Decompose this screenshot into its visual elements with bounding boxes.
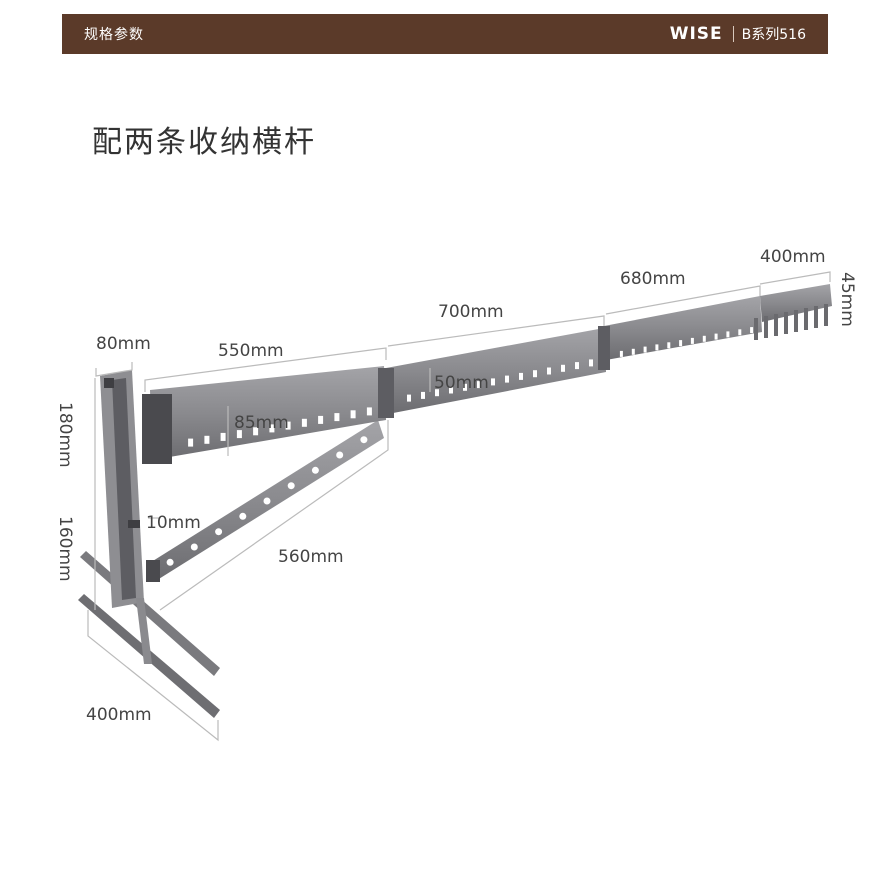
arm-hole <box>619 350 623 357</box>
strut-hole <box>287 482 295 490</box>
arm-hole <box>350 410 356 419</box>
arm-hole <box>220 432 226 441</box>
arm-hole <box>655 344 659 351</box>
dim-80: 80mm <box>96 334 151 354</box>
arm-hole <box>561 364 565 372</box>
hook <box>764 316 768 338</box>
page-title: 配两条收纳横杆 <box>92 125 316 160</box>
strut-hole <box>336 451 344 459</box>
dimension-labels: 550mm 700mm 680mm 400mm 45mm 80mm 180mm … <box>55 247 857 725</box>
hook <box>774 314 778 336</box>
brand-logo: WISE <box>669 24 723 44</box>
spec-label: 规格参数 <box>84 27 144 43</box>
arm-hole <box>738 329 742 336</box>
arm-hole <box>477 381 481 389</box>
hook <box>794 310 798 332</box>
arm-hole <box>714 333 718 340</box>
brand-group: WISE B系列516 <box>670 24 806 44</box>
arm-hole <box>589 359 593 367</box>
arm-hole <box>575 362 579 370</box>
arm-hole <box>667 342 671 349</box>
header-divider <box>732 26 734 42</box>
strut-hole <box>360 436 368 444</box>
series-label: B系列516 <box>741 27 806 43</box>
wall-bracket <box>100 370 144 608</box>
strut-hole <box>166 558 174 566</box>
arm-hole <box>463 383 467 391</box>
arm-hole <box>366 407 372 416</box>
strut-hole <box>311 466 319 474</box>
arm-hole <box>547 367 551 375</box>
dim-180: 180mm <box>55 402 75 468</box>
arm-hole <box>679 340 683 347</box>
arm-hole <box>301 418 307 427</box>
arm-hole <box>435 389 439 397</box>
arm-hole <box>533 370 537 378</box>
arm-hole <box>334 413 340 422</box>
dim-700: 700mm <box>438 302 504 322</box>
arm-hole <box>690 337 694 344</box>
strut-hole <box>263 497 271 505</box>
arm-hole <box>505 375 509 383</box>
dim-560: 560mm <box>278 547 344 567</box>
arm-hole <box>702 335 706 342</box>
diagonal-strut <box>148 420 384 582</box>
dim-85: 85mm <box>234 413 289 433</box>
header-bar: 规格参数 WISE B系列516 <box>62 14 828 54</box>
dim-10: 10mm <box>146 513 201 533</box>
dim-50: 50mm <box>434 373 489 393</box>
hook <box>824 304 828 326</box>
arm-hole <box>631 348 635 355</box>
arm-hole <box>726 331 730 338</box>
dim-160: 160mm <box>55 516 75 582</box>
arm-hole <box>491 378 495 386</box>
arm-hole <box>188 438 194 447</box>
arm-joints <box>142 326 610 582</box>
arm-hole <box>318 415 324 424</box>
dim-400-base: 400mm <box>86 705 152 725</box>
vertical-post <box>136 598 152 664</box>
arm-hole <box>204 435 210 444</box>
strut-hole <box>215 528 223 536</box>
dim-45: 45mm <box>837 272 857 327</box>
dimension-lines <box>87 271 831 742</box>
dim-680: 680mm <box>620 269 686 289</box>
hook <box>804 308 808 330</box>
hook <box>754 318 758 340</box>
hook <box>814 306 818 328</box>
arm-hole <box>236 430 242 439</box>
arm-hole <box>421 391 425 399</box>
arm-hole <box>253 427 259 436</box>
strut-hole <box>239 512 247 520</box>
dim-550: 550mm <box>218 341 284 361</box>
strut-hole <box>190 543 198 551</box>
dim-400-top: 400mm <box>760 247 826 267</box>
main-arm <box>150 284 832 460</box>
arm-hole <box>519 372 523 380</box>
arm-hole <box>750 327 754 334</box>
hanger-hooks <box>754 304 828 340</box>
arm-hole <box>285 421 291 430</box>
arm-hole <box>407 394 411 402</box>
arm-hole <box>643 346 647 353</box>
arm-hole <box>269 424 275 433</box>
hook <box>784 312 788 334</box>
arm-hole <box>449 386 453 394</box>
